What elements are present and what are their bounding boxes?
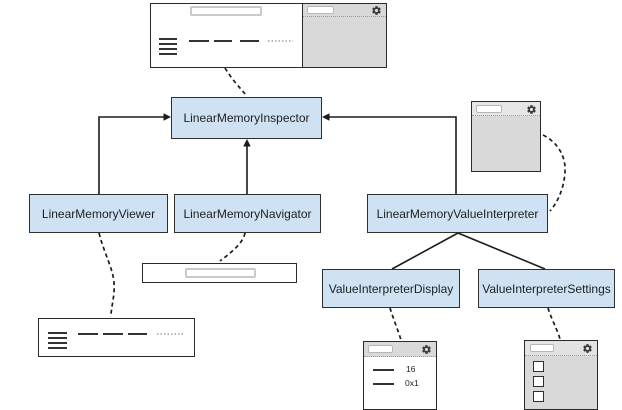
address-line [48,342,67,344]
arrowhead-inspector-bottom [243,139,251,147]
address-line [159,43,177,45]
window-header [364,342,436,357]
dash-viewer-preview-link [98,232,116,318]
edge-viewer-to-inspector [98,116,164,194]
node-linear-memory-navigator: LinearMemoryNavigator [174,194,321,233]
value-type-line [373,369,394,371]
node-label: ValueInterpreterSettings [482,281,611,296]
dash-navigator-preview-link [219,232,246,262]
node-label: ValueInterpreterDisplay [328,281,454,296]
ascii-dots [268,40,293,42]
byte-dash [103,333,123,335]
gear-icon [371,5,382,16]
navigator-ui-preview [142,263,297,283]
address-line [159,48,177,50]
settings-checkbox [533,376,544,387]
address-line [159,38,177,40]
node-linear-memory-inspector: LinearMemoryInspector [171,97,322,139]
address-line [48,332,67,334]
address-input-mock [190,6,262,16]
gear-icon [421,344,432,355]
header-input-mock [476,104,502,113]
header-input-mock [530,344,554,352]
settings-checkbox [533,361,544,372]
navigator-address-input-mock [185,267,256,278]
display-ui-preview: 16 0x1 [363,341,437,410]
node-label: LinearMemoryInspector [183,111,310,125]
byte-dash [128,333,147,335]
gear-icon [526,104,537,115]
node-label: LinearMemoryValueInterpreter [376,206,539,221]
node-linear-memory-value-interpreter: LinearMemoryValueInterpreter [367,194,548,233]
arrowhead-inspector-left [163,113,171,121]
dash-settings-preview-link [547,307,561,340]
node-value-interpreter-display: ValueInterpreterDisplay [322,269,460,308]
value-type-line [373,383,394,385]
sidebar-header [303,4,386,17]
viewer-ui-preview [38,318,195,357]
window-header [525,341,597,356]
gear-icon [582,343,593,354]
node-label: LinearMemoryNavigator [183,206,312,221]
preview-viewer-area [151,4,302,67]
byte-dash [189,40,209,42]
interpreted-value: 16 [406,364,416,374]
node-linear-memory-viewer: LinearMemoryViewer [29,194,168,233]
node-value-interpreter-settings: ValueInterpreterSettings [478,269,615,308]
dash-display-preview-link [389,307,402,341]
address-line [159,53,177,55]
interpreted-value: 0x1 [405,378,419,388]
edge-interpreter-to-settings [457,232,546,270]
byte-dash [214,40,232,42]
address-line [48,337,67,339]
ascii-dots [157,333,184,335]
arrowhead-inspector-right [322,113,330,121]
byte-dash [78,333,98,335]
sidebar-input-mock [307,6,334,14]
header-input-mock [368,345,393,353]
dash-inspector-preview-link [224,67,247,96]
edge-interpreter-to-display [391,232,459,270]
inspector-ui-preview [150,3,387,68]
settings-ui-preview [524,340,598,410]
address-line [48,347,67,349]
settings-checkbox [533,391,544,402]
preview-interpreter-sidebar [302,4,386,67]
edge-interpreter-to-inspector [329,116,457,194]
byte-dash [240,40,259,42]
interpreter-ui-preview [471,101,541,172]
node-label: LinearMemoryViewer [41,206,156,221]
window-header [472,102,540,116]
